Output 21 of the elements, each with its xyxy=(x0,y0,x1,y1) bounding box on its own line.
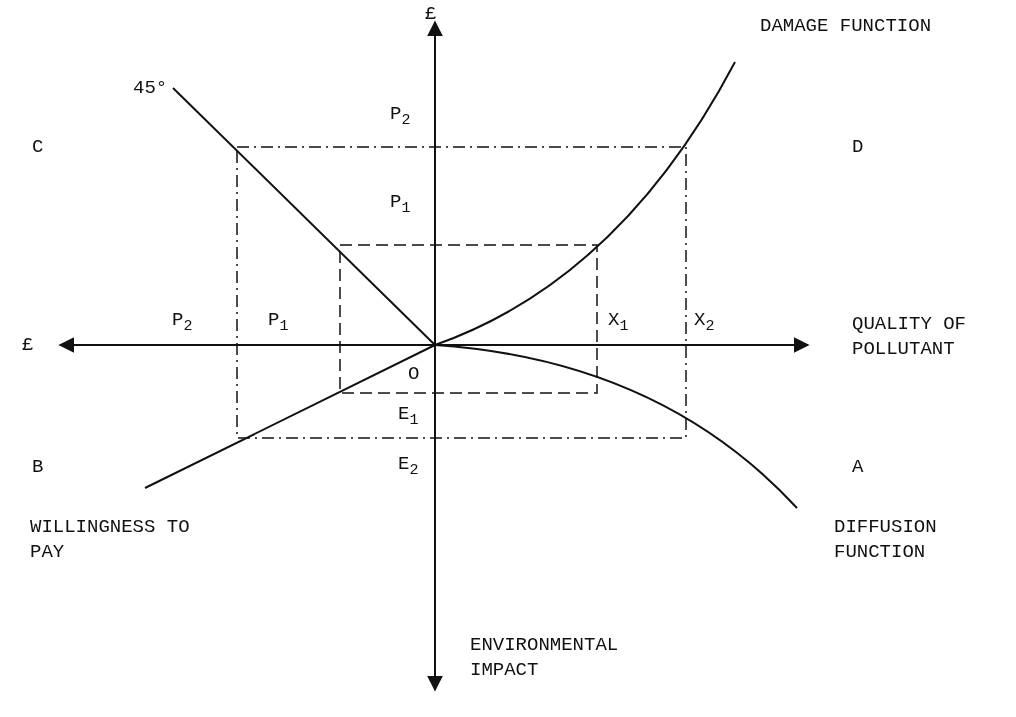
axis-label: ENVIRONMENTAL IMPACT xyxy=(470,633,620,683)
quadrant-label: B xyxy=(32,455,44,480)
quadrant-label: D xyxy=(852,135,864,160)
curve-label: DAMAGE FUNCTION xyxy=(760,14,932,39)
axis-value-label: X$_{2}$ xyxy=(694,308,715,337)
axis-label: QUALITY OF POLLUTANT xyxy=(852,312,968,362)
quadrant-label: C xyxy=(32,135,44,160)
quadrant-label: A xyxy=(852,455,864,480)
origin-label: O xyxy=(408,362,420,387)
axis-label: £ xyxy=(22,333,34,358)
axis-value-label: X$_{1}$ xyxy=(608,308,629,337)
axis-value-label: P$_{2}$ xyxy=(172,308,193,337)
axis-value-label: P$_{2}$ xyxy=(390,102,411,131)
curve-label: DIFFUSION FUNCTION xyxy=(834,515,938,565)
axis-value-label: E$_{2}$ xyxy=(398,452,419,481)
angle-label: 45° xyxy=(133,76,168,101)
axis-value-label: P$_{1}$ xyxy=(390,190,411,219)
curve-label: WILLINGNESS TO PAY xyxy=(30,515,190,565)
axis-label: £ xyxy=(425,2,437,27)
axis-value-label: P$_{1}$ xyxy=(268,308,289,337)
axis-value-label: E$_{1}$ xyxy=(398,402,419,431)
